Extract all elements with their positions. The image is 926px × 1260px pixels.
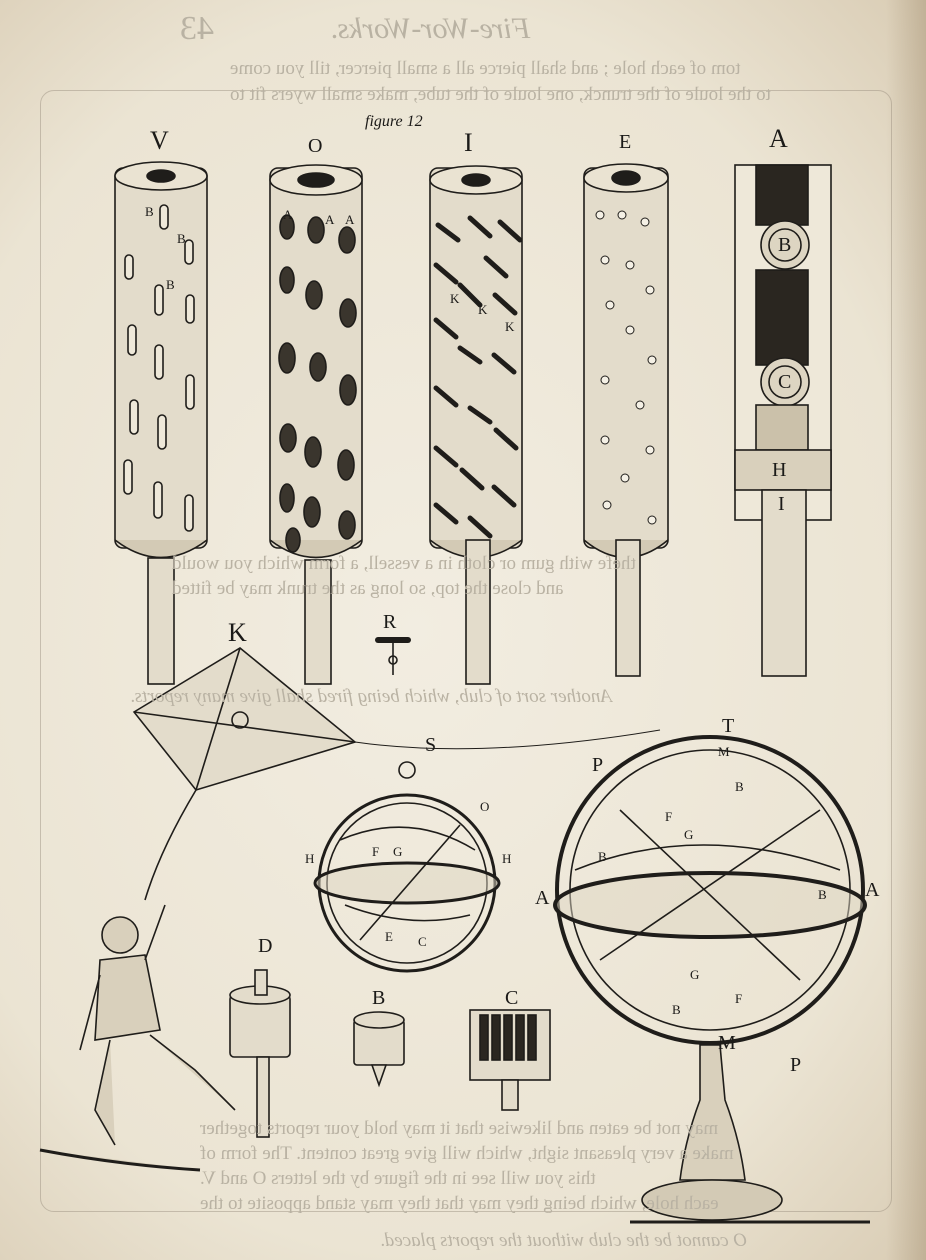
label-b: B — [818, 887, 827, 902]
label-c: C — [505, 987, 519, 1009]
club-e-illustration — [583, 163, 669, 677]
bleed-line: and close the top, so long as the trunk … — [172, 578, 564, 599]
label-b: B — [778, 234, 792, 256]
label-c-small: C — [418, 934, 427, 949]
small-armillary-sphere-illustration — [313, 761, 501, 973]
label-t: T — [722, 715, 735, 737]
bleed-line: O cannot be the club without the reports… — [380, 1230, 748, 1251]
label-a: A — [769, 124, 788, 153]
label-b: B — [166, 277, 175, 292]
label-a-small: A — [345, 212, 355, 227]
club-i-illustration — [429, 165, 523, 685]
label-a: A — [535, 887, 550, 909]
label-f: F — [372, 844, 380, 859]
label-k-small: K — [450, 291, 460, 306]
label-b: B — [177, 231, 186, 246]
label-k: K — [228, 618, 247, 647]
label-f: F — [735, 991, 743, 1006]
man-flying-kite-illustration — [39, 904, 236, 1172]
plate-mark — [40, 90, 892, 1212]
label-k-small: K — [505, 319, 515, 334]
label-s: S — [425, 734, 437, 756]
label-b: B — [598, 849, 607, 864]
label-m: M — [718, 744, 730, 759]
label-d: D — [258, 935, 273, 957]
small-items-illustration — [229, 969, 551, 1138]
label-o: O — [308, 135, 323, 157]
key-illustration — [375, 637, 411, 675]
club-v-illustration — [114, 161, 208, 685]
bleed-line: each hole, which being they may that the… — [200, 1193, 719, 1214]
label-b: B — [145, 204, 154, 219]
bleed-line: tom of each hole ; and shall pierce all … — [230, 58, 741, 79]
club-a-section-illustration — [734, 164, 832, 677]
label-i-small: I — [778, 493, 785, 515]
label-a-small: A — [325, 212, 335, 227]
bleed-line: Another sort of club, which being fired … — [130, 686, 612, 707]
label-h: H — [502, 851, 512, 866]
label-h: H — [772, 459, 787, 481]
label-c: C — [778, 371, 792, 393]
bleed-line: thefe with gum or cloth in a vessell, a … — [172, 553, 636, 574]
label-g: G — [690, 967, 700, 982]
label-b: B — [372, 987, 386, 1009]
label-g: G — [393, 844, 403, 859]
bleed-running-head: Fire-Wor-Works. — [330, 12, 531, 45]
label-g: G — [684, 827, 694, 842]
label-r: R — [383, 611, 397, 633]
label-a: A — [865, 879, 880, 901]
bleed-page-number: 43 — [180, 10, 214, 47]
page-gutter-shadow — [886, 0, 926, 1260]
label-i: I — [464, 128, 473, 157]
label-b: B — [735, 779, 744, 794]
label-m: M — [718, 1032, 736, 1054]
label-e: E — [619, 131, 632, 153]
bleed-line: may not be eaten and likewise that it ma… — [200, 1118, 719, 1139]
label-o-small: O — [480, 799, 490, 814]
label-p: P — [790, 1054, 802, 1076]
label-e-small: E — [385, 929, 393, 944]
label-k-small: K — [478, 302, 488, 317]
kite-illustration — [132, 647, 661, 901]
large-armillary-sphere-illustration — [553, 735, 870, 1224]
bleed-line: to the loule of the trunck, one loule of… — [230, 84, 771, 105]
label-f: F — [665, 809, 673, 824]
club-o-illustration — [269, 164, 363, 685]
label-a-small: A — [283, 207, 293, 222]
bleed-line: make a very pleasant sight, which will g… — [200, 1143, 734, 1164]
label-v: V — [150, 126, 169, 155]
label-h: H — [305, 851, 315, 866]
label-p: P — [592, 754, 604, 776]
bleed-line: this you will see in the figure by the l… — [200, 1168, 596, 1189]
label-b: B — [672, 1002, 681, 1017]
figure-caption: figure 12 — [365, 113, 423, 130]
